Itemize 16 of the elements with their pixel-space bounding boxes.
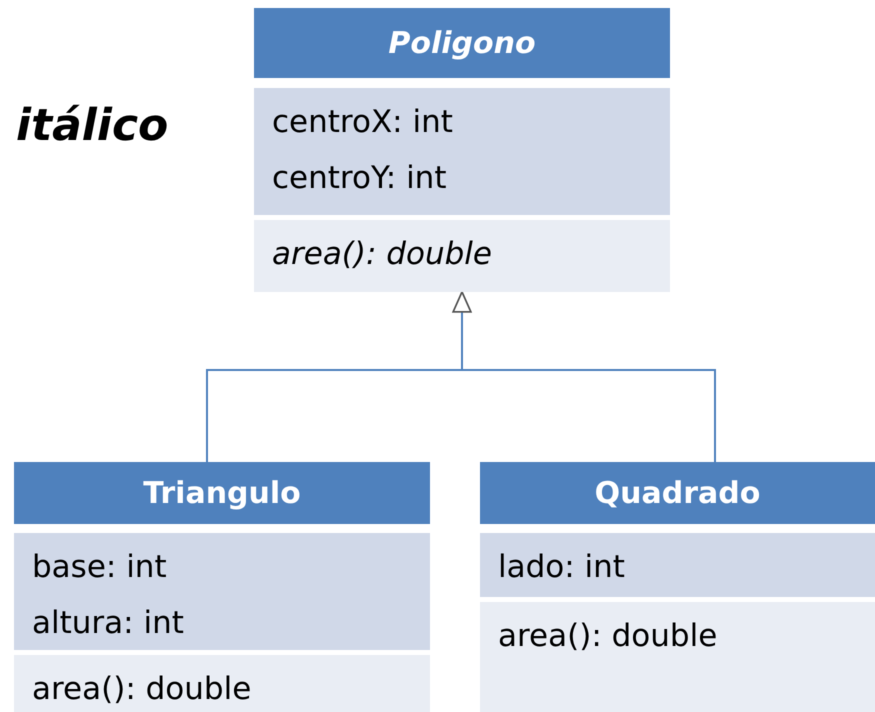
- class-box: [14, 462, 430, 712]
- attribute-text: altura: int: [32, 604, 184, 643]
- class-name: Quadrado: [594, 476, 760, 510]
- method-text: area(): double: [272, 235, 492, 274]
- class-box: [480, 462, 875, 712]
- class-box: [254, 8, 670, 292]
- method-text: area(): double: [498, 617, 718, 656]
- attribute-text: centroX: int: [272, 103, 453, 142]
- class-name: Poligono: [388, 26, 536, 60]
- class-name: Triangulo: [143, 476, 301, 510]
- note-text: itálico: [16, 100, 168, 151]
- attribute-text: base: int: [32, 548, 167, 587]
- attribute-text: centroY: int: [272, 159, 446, 198]
- attribute-text: lado: int: [498, 548, 625, 587]
- method-text: area(): double: [32, 670, 252, 709]
- inheritance-arrow: [452, 291, 716, 462]
